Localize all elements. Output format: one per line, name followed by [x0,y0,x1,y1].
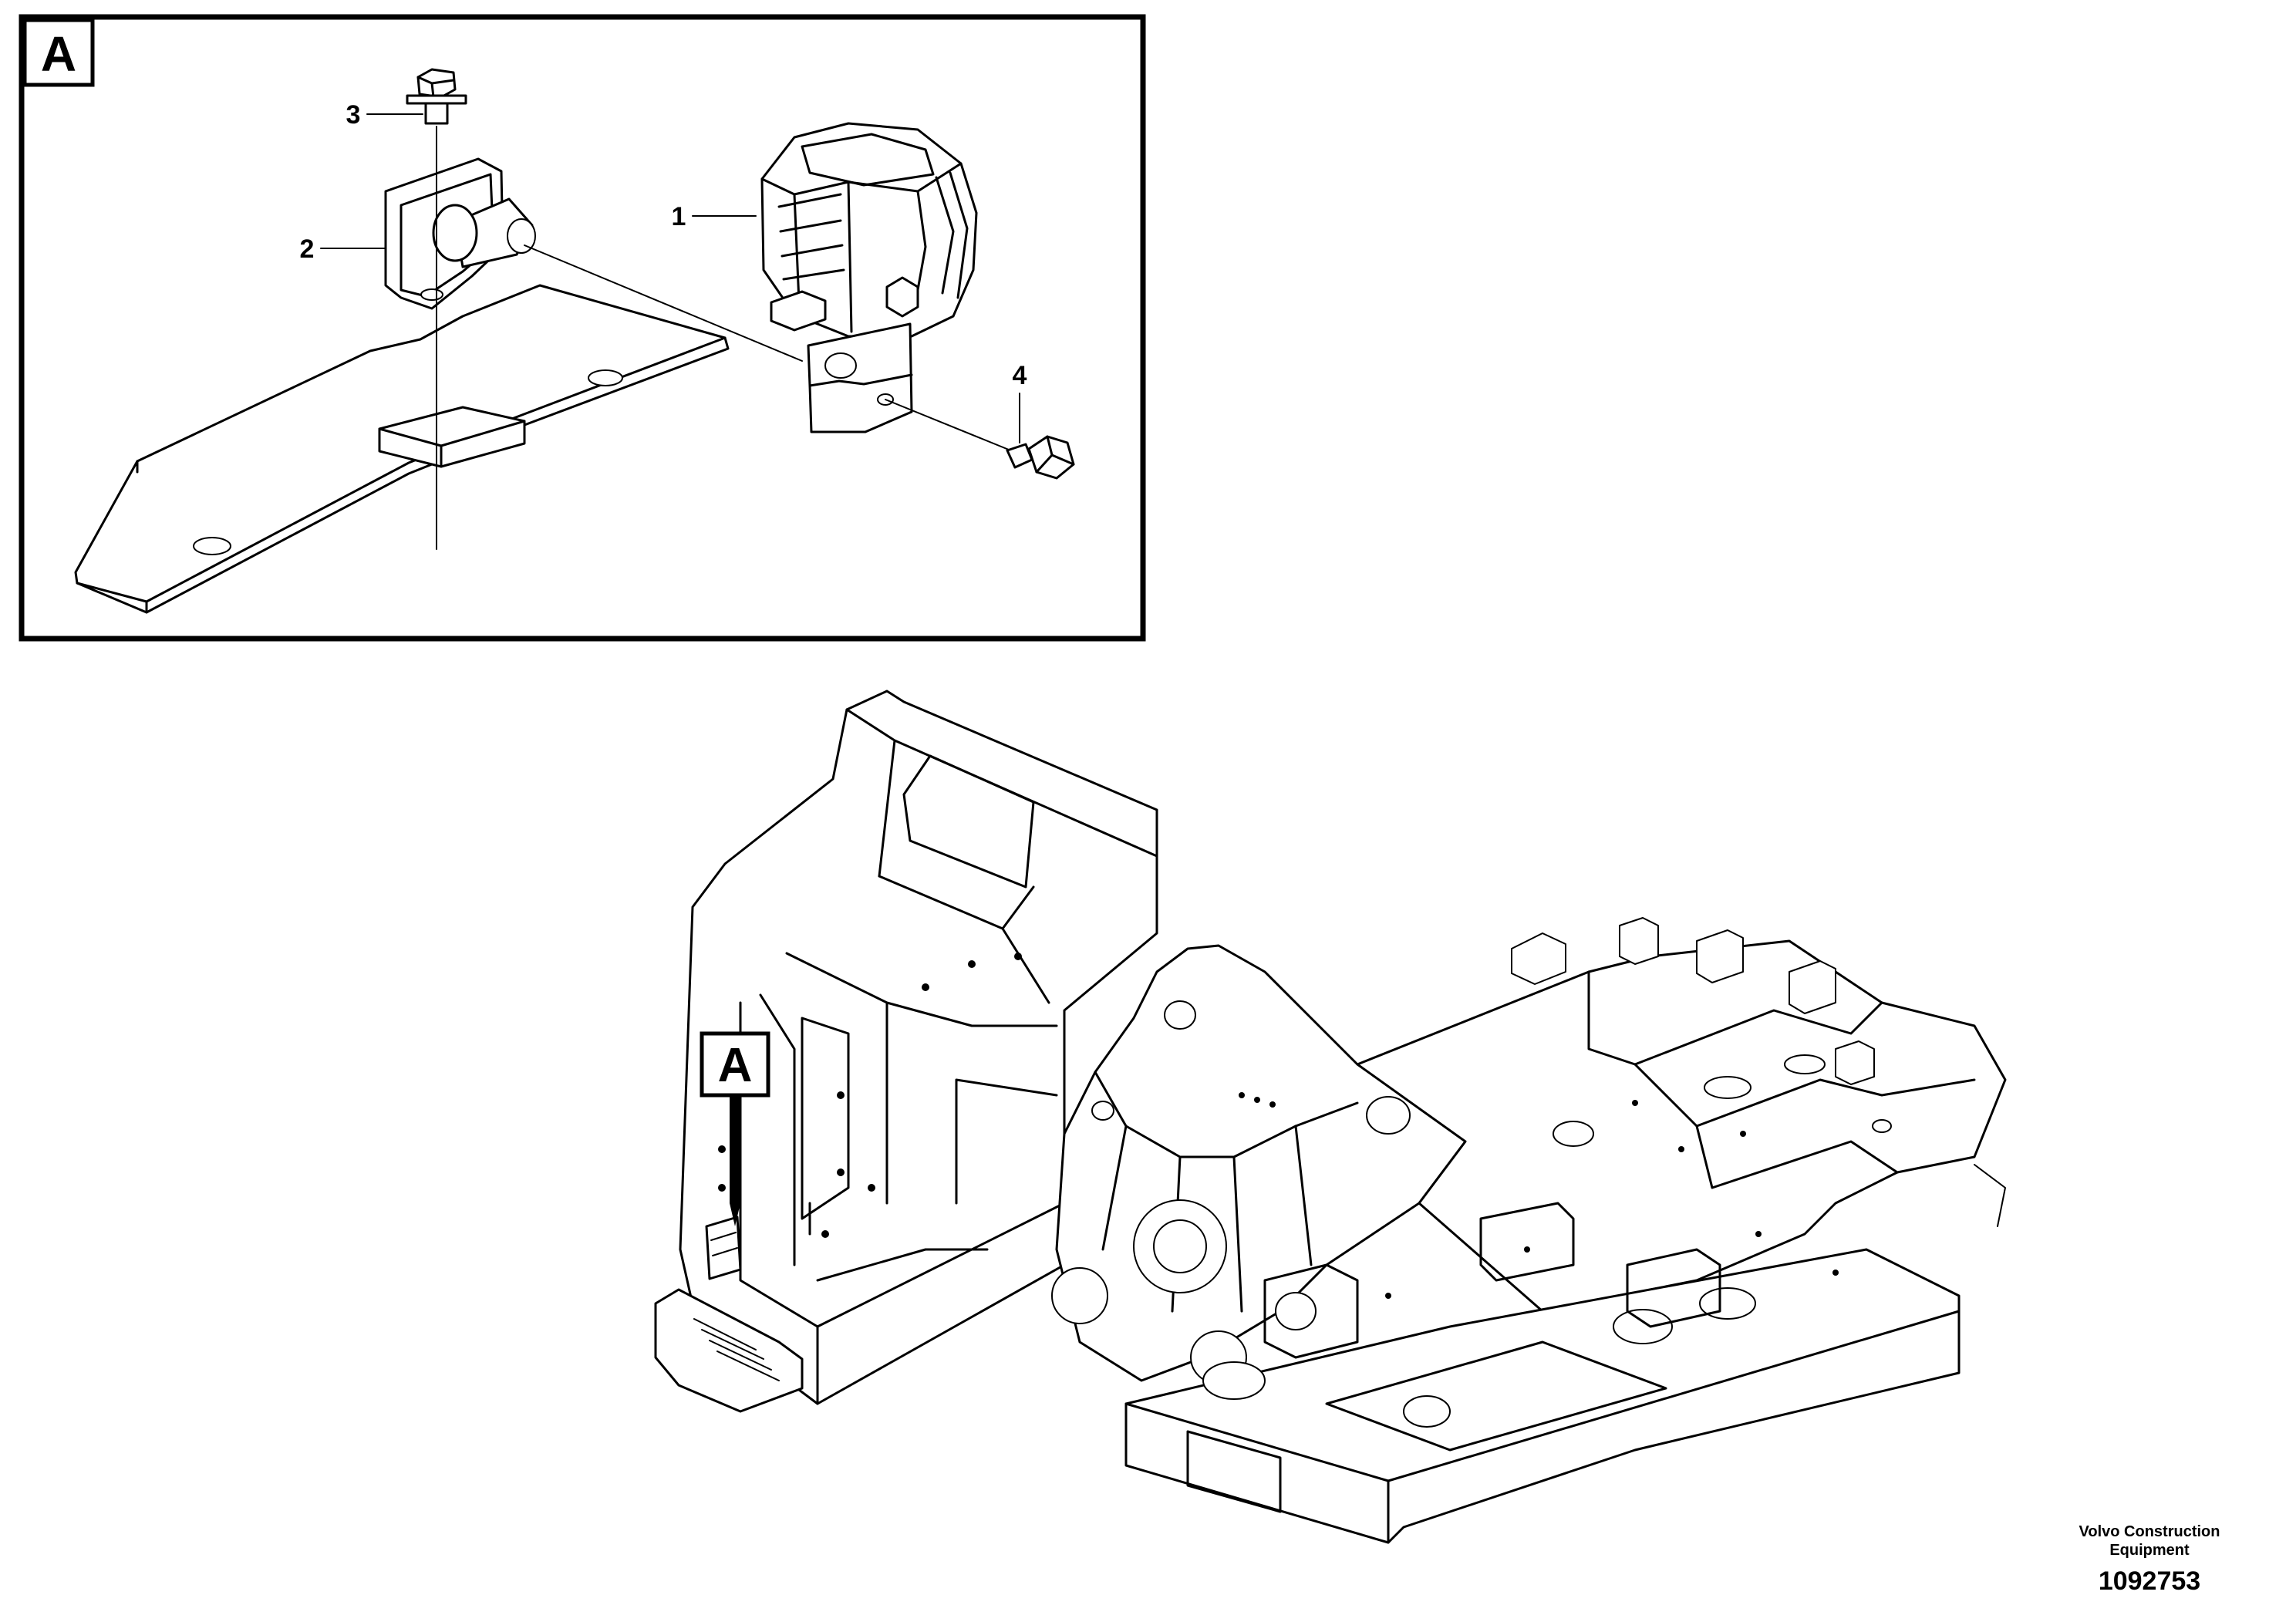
publisher-name: Volvo Construction [2079,1523,2220,1540]
bolt-item-4 [1006,435,1075,480]
callout-2-text: 2 [300,234,315,264]
callout-4-text: 4 [1013,361,1027,390]
callout-3-text: 3 [346,100,361,130]
detail-label: A [41,26,76,82]
callout-2: 2 [300,234,386,264]
detail-label-box: A [22,18,95,87]
work-lamp-item-1 [760,122,1027,457]
publisher-block: Volvo Construction Equipment 1092753 [2049,1523,2250,1597]
bolt-item-3 [406,68,467,125]
detail-view-a: A [19,14,1146,642]
counterweight-housing [654,690,1158,1413]
callout-1-text: 1 [672,202,686,231]
callout-3: 3 [346,100,423,130]
upper-frame-assembly: A [654,690,2007,1544]
rear-counterweight [1124,1121,1961,1544]
rear-frame [1356,917,2007,1313]
drawing-number: 1092753 [2098,1566,2201,1596]
bracket-item-2 [384,157,536,310]
detail-marker-label: A [718,1039,753,1092]
publisher-subname: Equipment [2109,1542,2190,1559]
spacer-block [378,406,526,468]
boom-mount [1051,944,1467,1384]
detail-marker-a: A [700,1031,770,1226]
callout-4: 4 [1013,361,1027,443]
callout-1: 1 [672,202,757,231]
